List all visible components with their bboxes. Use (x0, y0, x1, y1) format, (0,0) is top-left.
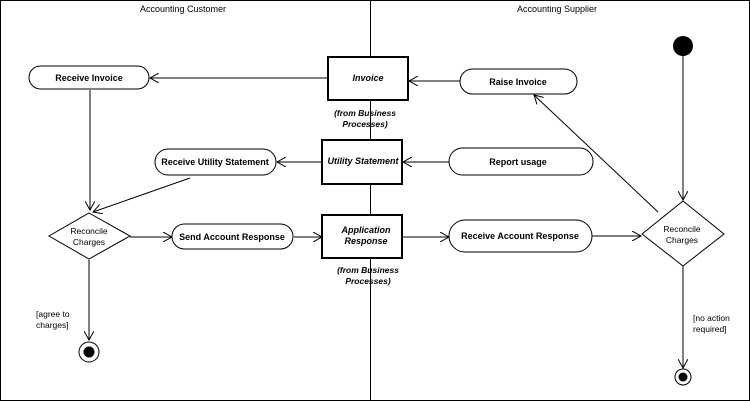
activity-receive-account-response-label: Receive Account Response (461, 231, 579, 241)
activity-raise-invoice: Raise Invoice (459, 68, 578, 95)
edge-reconcile-right-to-raise-invoice (534, 95, 659, 213)
decision-reconcile-charges-right: Reconcile Charges (641, 200, 725, 267)
activity-receive-utility-statement-label: Receive Utility Statement (161, 157, 269, 167)
object-invoice: Invoice (327, 56, 409, 101)
guard-no-action-line2: required] (693, 324, 727, 334)
guard-agree-line1: [agree to (36, 309, 70, 319)
object-invoice-label: Invoice (352, 73, 383, 83)
decision-reconcile-charges-left: Reconcile Charges (47, 212, 132, 260)
lane-title-supplier: Accounting Supplier (517, 4, 597, 14)
decision-left-label-line1: Reconcile (70, 226, 108, 236)
activity-receive-account-response: Receive Account Response (448, 219, 593, 253)
activity-report-usage: Report usage (448, 147, 594, 176)
final-node-left (78, 341, 100, 363)
object-application-response-label-line2: Response (344, 236, 387, 246)
decision-left-label-line2: Charges (73, 237, 105, 247)
guard-no-action-line1: [no action (693, 313, 730, 323)
object-utility-statement-label: Utility Statement (327, 156, 399, 166)
note-from-business-processes-2-line1: (from Business (337, 265, 399, 275)
initial-node (673, 36, 693, 56)
activity-receive-invoice: Receive Invoice (28, 65, 150, 90)
object-application-response-label-line1: Application (341, 225, 392, 235)
activity-receive-invoice-label: Receive Invoice (55, 73, 123, 83)
note-from-business-processes-1-line2: Processes) (342, 119, 388, 129)
note-from-business-processes-2-line2: Processes) (345, 276, 391, 286)
decision-right-label-line2: Charges (666, 235, 698, 245)
edge-receive-utility-statement-to-reconcile-left (93, 177, 191, 212)
activity-receive-utility-statement: Receive Utility Statement (154, 148, 277, 176)
activity-send-account-response: Send Account Response (171, 223, 294, 250)
decision-right-label-line1: Reconcile (663, 224, 701, 234)
guard-agree-line2: charges] (36, 320, 69, 330)
activity-report-usage-label: Report usage (489, 157, 547, 167)
note-from-business-processes-1-line1: (from Business (334, 108, 396, 118)
activity-raise-invoice-label: Raise Invoice (489, 77, 547, 87)
final-node-right (674, 368, 692, 386)
lane-title-customer: Accounting Customer (140, 4, 226, 14)
object-application-response: Application Response (321, 214, 403, 259)
activity-send-account-response-label: Send Account Response (179, 232, 285, 242)
object-utility-statement: Utility Statement (321, 139, 403, 185)
